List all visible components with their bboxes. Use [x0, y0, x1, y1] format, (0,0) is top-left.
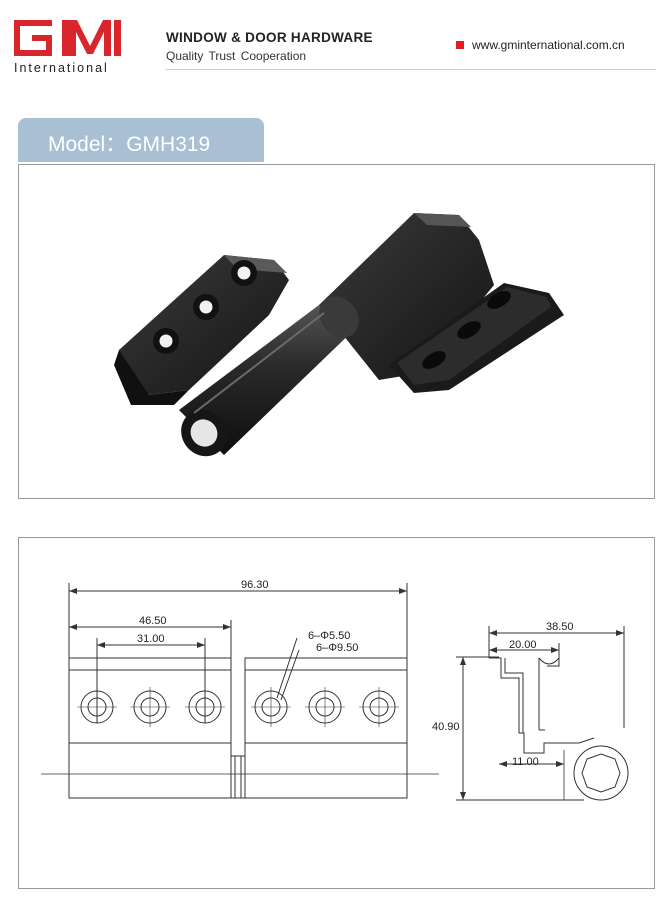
website-text: www.gminternational.com.cn [472, 38, 625, 52]
gm-logo-mark [14, 20, 121, 56]
dim-side-width: 38.50 [546, 621, 574, 633]
brand-logo: International [10, 20, 128, 78]
hole-group-right [251, 687, 399, 727]
technical-drawing: 96.30 46.50 31.00 [41, 579, 629, 801]
dim-height: 40.90 [432, 721, 460, 733]
brand-tagline: Quality Trust Cooperation [166, 49, 307, 63]
hole-group-left [77, 687, 225, 727]
dim-overall-width: 96.30 [241, 579, 269, 591]
website-link[interactable]: www.gminternational.com.cn [456, 38, 625, 52]
hinge-photo [114, 213, 564, 457]
dim-side-top: 20.00 [509, 639, 537, 651]
technical-drawing-panel: 96.30 46.50 31.00 [18, 537, 655, 889]
hole-note-1: 6–Φ5.50 [308, 630, 350, 642]
model-label: Model：GMH319 [48, 133, 211, 156]
hole-note-2: 6–Φ9.50 [316, 642, 358, 654]
product-photo-panel [18, 164, 655, 499]
brand-title: WINDOW & DOOR HARDWARE [166, 30, 373, 45]
dim-hole-spacing: 31.00 [137, 633, 165, 645]
bullet-icon [456, 41, 464, 49]
model-tab: Model：GMH319 [18, 118, 264, 162]
dim-leaf-width: 46.50 [139, 615, 167, 627]
header-divider [166, 69, 656, 70]
dim-side-bottom: 11.00 [512, 756, 539, 768]
logo-subtitle: International [14, 61, 109, 75]
